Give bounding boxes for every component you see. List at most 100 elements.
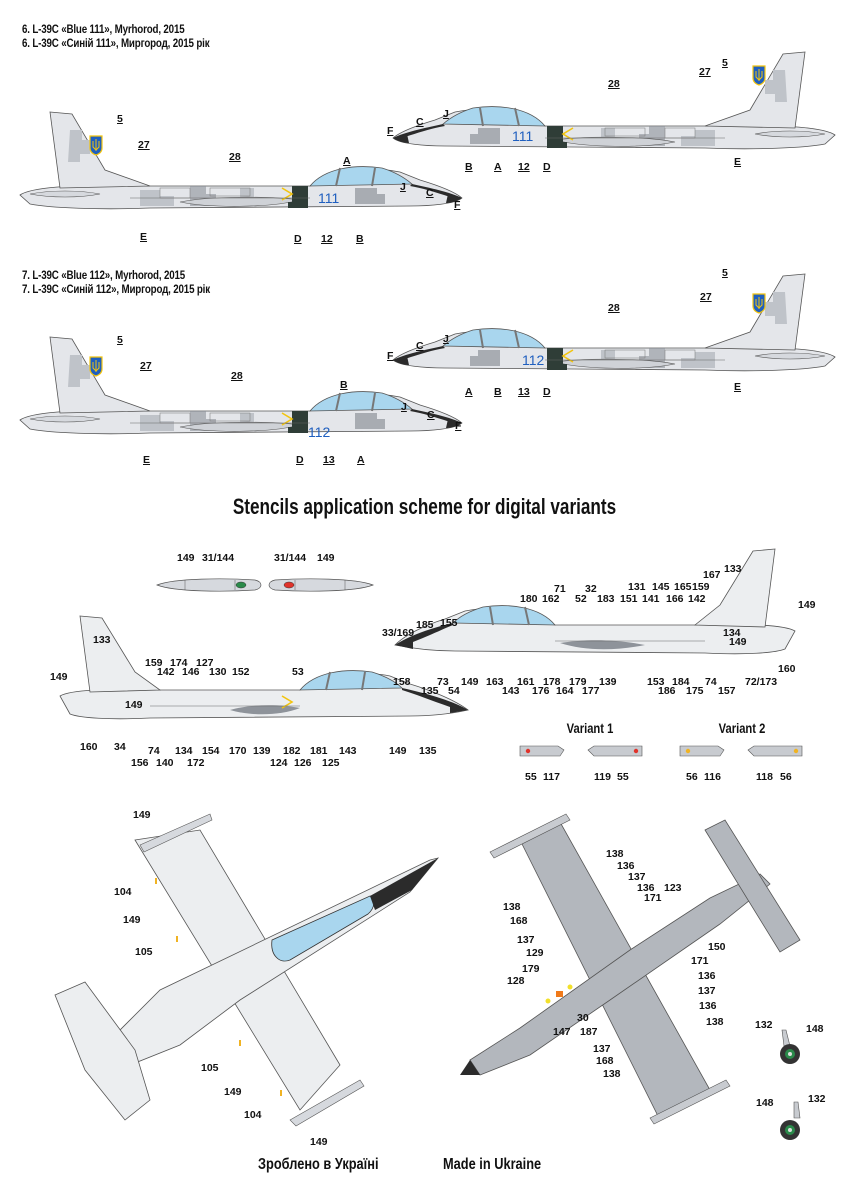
stencil-133: 133 bbox=[93, 634, 111, 646]
ukraine-trident-icon bbox=[89, 356, 103, 377]
stencil-34: 34 bbox=[114, 741, 126, 753]
stencil-160: 160 bbox=[778, 663, 796, 675]
stencil-154: 154 bbox=[202, 745, 220, 757]
stencil-149: 149 bbox=[125, 699, 143, 711]
callout-A: A bbox=[465, 386, 473, 398]
ukraine-trident-icon bbox=[752, 65, 766, 86]
callout-B: B bbox=[494, 386, 502, 398]
tip-tank-left bbox=[156, 578, 262, 592]
top-callout-149: 149 bbox=[310, 1136, 328, 1148]
stencil-33-169: 33/169 bbox=[382, 627, 415, 639]
stencil-167: 167 bbox=[703, 569, 721, 581]
ukraine-trident-icon bbox=[89, 135, 103, 156]
wheel-callout-148: 148 bbox=[806, 1023, 824, 1035]
bottom-callout-168: 168 bbox=[596, 1055, 614, 1067]
stencil-182: 182 bbox=[283, 745, 301, 757]
variant-2-callout-116: 116 bbox=[704, 771, 721, 783]
stencil-54: 54 bbox=[448, 685, 460, 697]
stencil-162: 162 bbox=[542, 593, 560, 605]
stencil-135: 135 bbox=[421, 685, 439, 697]
callout-A: A bbox=[343, 155, 351, 167]
callout-E: E bbox=[734, 156, 742, 168]
callout-28: 28 bbox=[229, 151, 241, 163]
callout-B: B bbox=[465, 161, 473, 173]
variant-1-doors bbox=[519, 745, 643, 757]
stencil-143: 143 bbox=[502, 685, 520, 697]
stencil-aircraft-left-profile bbox=[59, 615, 469, 720]
bottom-callout-136: 136 bbox=[699, 1000, 717, 1012]
top-callout-149: 149 bbox=[133, 809, 151, 821]
tail-number-112: 112 bbox=[308, 424, 331, 440]
stencil-170: 170 bbox=[229, 745, 247, 757]
variant-2-callout-56: 56 bbox=[686, 771, 698, 783]
tank-callout-31-144: 31/144 bbox=[202, 552, 235, 564]
variant-1-callout-55: 55 bbox=[617, 771, 629, 783]
stencil-151: 151 bbox=[620, 593, 638, 605]
bottom-callout-187: 187 bbox=[580, 1026, 598, 1038]
stencil-149: 149 bbox=[798, 599, 816, 611]
bottom-callout-168: 168 bbox=[510, 915, 528, 927]
top-callout-105: 105 bbox=[135, 946, 153, 958]
stencil-166: 166 bbox=[666, 593, 684, 605]
wheel-callout-148: 148 bbox=[756, 1097, 774, 1109]
callout-5: 5 bbox=[722, 267, 728, 279]
stencil-178: 178 bbox=[543, 676, 561, 688]
tank-callout-149: 149 bbox=[177, 552, 195, 564]
stencil-145: 145 bbox=[652, 581, 670, 593]
stencil-52: 52 bbox=[575, 593, 587, 605]
stencil-142: 142 bbox=[157, 666, 175, 678]
callout-12: 12 bbox=[518, 161, 530, 173]
callout-J: J bbox=[443, 108, 449, 120]
stencil-142: 142 bbox=[688, 593, 706, 605]
stencil-180: 180 bbox=[520, 593, 538, 605]
stencil-74: 74 bbox=[148, 745, 160, 757]
stencil-161: 161 bbox=[517, 676, 535, 688]
stencil-153: 153 bbox=[647, 676, 665, 688]
stencil-149: 149 bbox=[389, 745, 407, 757]
bottom-callout-138: 138 bbox=[606, 848, 624, 860]
bottom-callout-171: 171 bbox=[644, 892, 662, 904]
aircraft-112-left-profile: 112 bbox=[19, 336, 463, 440]
stencil-152: 152 bbox=[232, 666, 250, 678]
aircraft-112-right-profile bbox=[392, 273, 836, 372]
stencil-174: 174 bbox=[170, 657, 188, 669]
stencil-134: 134 bbox=[723, 627, 741, 639]
callout-D: D bbox=[543, 161, 551, 173]
callout-5: 5 bbox=[117, 113, 123, 125]
stencil-183: 183 bbox=[597, 593, 615, 605]
top-callout-105: 105 bbox=[201, 1062, 219, 1074]
stencil-176: 176 bbox=[532, 685, 550, 697]
callout-C: C bbox=[426, 187, 434, 199]
tank-callout-31-144: 31/144 bbox=[274, 552, 307, 564]
callout-C: C bbox=[416, 116, 424, 128]
callout-13: 13 bbox=[323, 454, 335, 466]
stencil-73: 73 bbox=[437, 676, 449, 688]
variant-1-callout-55: 55 bbox=[525, 771, 537, 783]
callout-J: J bbox=[401, 401, 407, 413]
variant-2-doors bbox=[679, 745, 803, 757]
variant-6-title-ua: 6. L-39C «Синій 111», Миргород, 2015 рік bbox=[22, 38, 210, 50]
variant-6-title-en: 6. L-39C «Blue 111», Myrhorod, 2015 bbox=[22, 24, 185, 36]
stencil-158: 158 bbox=[393, 676, 411, 688]
stencil-124: 124 bbox=[270, 757, 288, 769]
bottom-callout-138: 138 bbox=[706, 1016, 724, 1028]
callout-13: 13 bbox=[518, 386, 530, 398]
stencil-131: 131 bbox=[628, 581, 646, 593]
callout-A: A bbox=[357, 454, 365, 466]
callout-C: C bbox=[427, 409, 435, 421]
stencil-130: 130 bbox=[209, 666, 227, 678]
bottom-callout-129: 129 bbox=[526, 947, 544, 959]
main-wheel-right bbox=[780, 1101, 801, 1140]
callout-F: F bbox=[387, 350, 394, 362]
footer-en: Made in Ukraine bbox=[443, 1156, 542, 1173]
callout-C: C bbox=[416, 340, 424, 352]
bottom-callout-179: 179 bbox=[522, 963, 540, 975]
callout-D: D bbox=[296, 454, 304, 466]
callout-F: F bbox=[387, 125, 394, 137]
main-wheel-left bbox=[780, 1029, 800, 1064]
bottom-callout-136: 136 bbox=[617, 860, 635, 872]
callout-5: 5 bbox=[117, 334, 123, 346]
callout-28: 28 bbox=[608, 78, 620, 90]
callout-J: J bbox=[400, 181, 406, 193]
stencil-140: 140 bbox=[156, 757, 174, 769]
